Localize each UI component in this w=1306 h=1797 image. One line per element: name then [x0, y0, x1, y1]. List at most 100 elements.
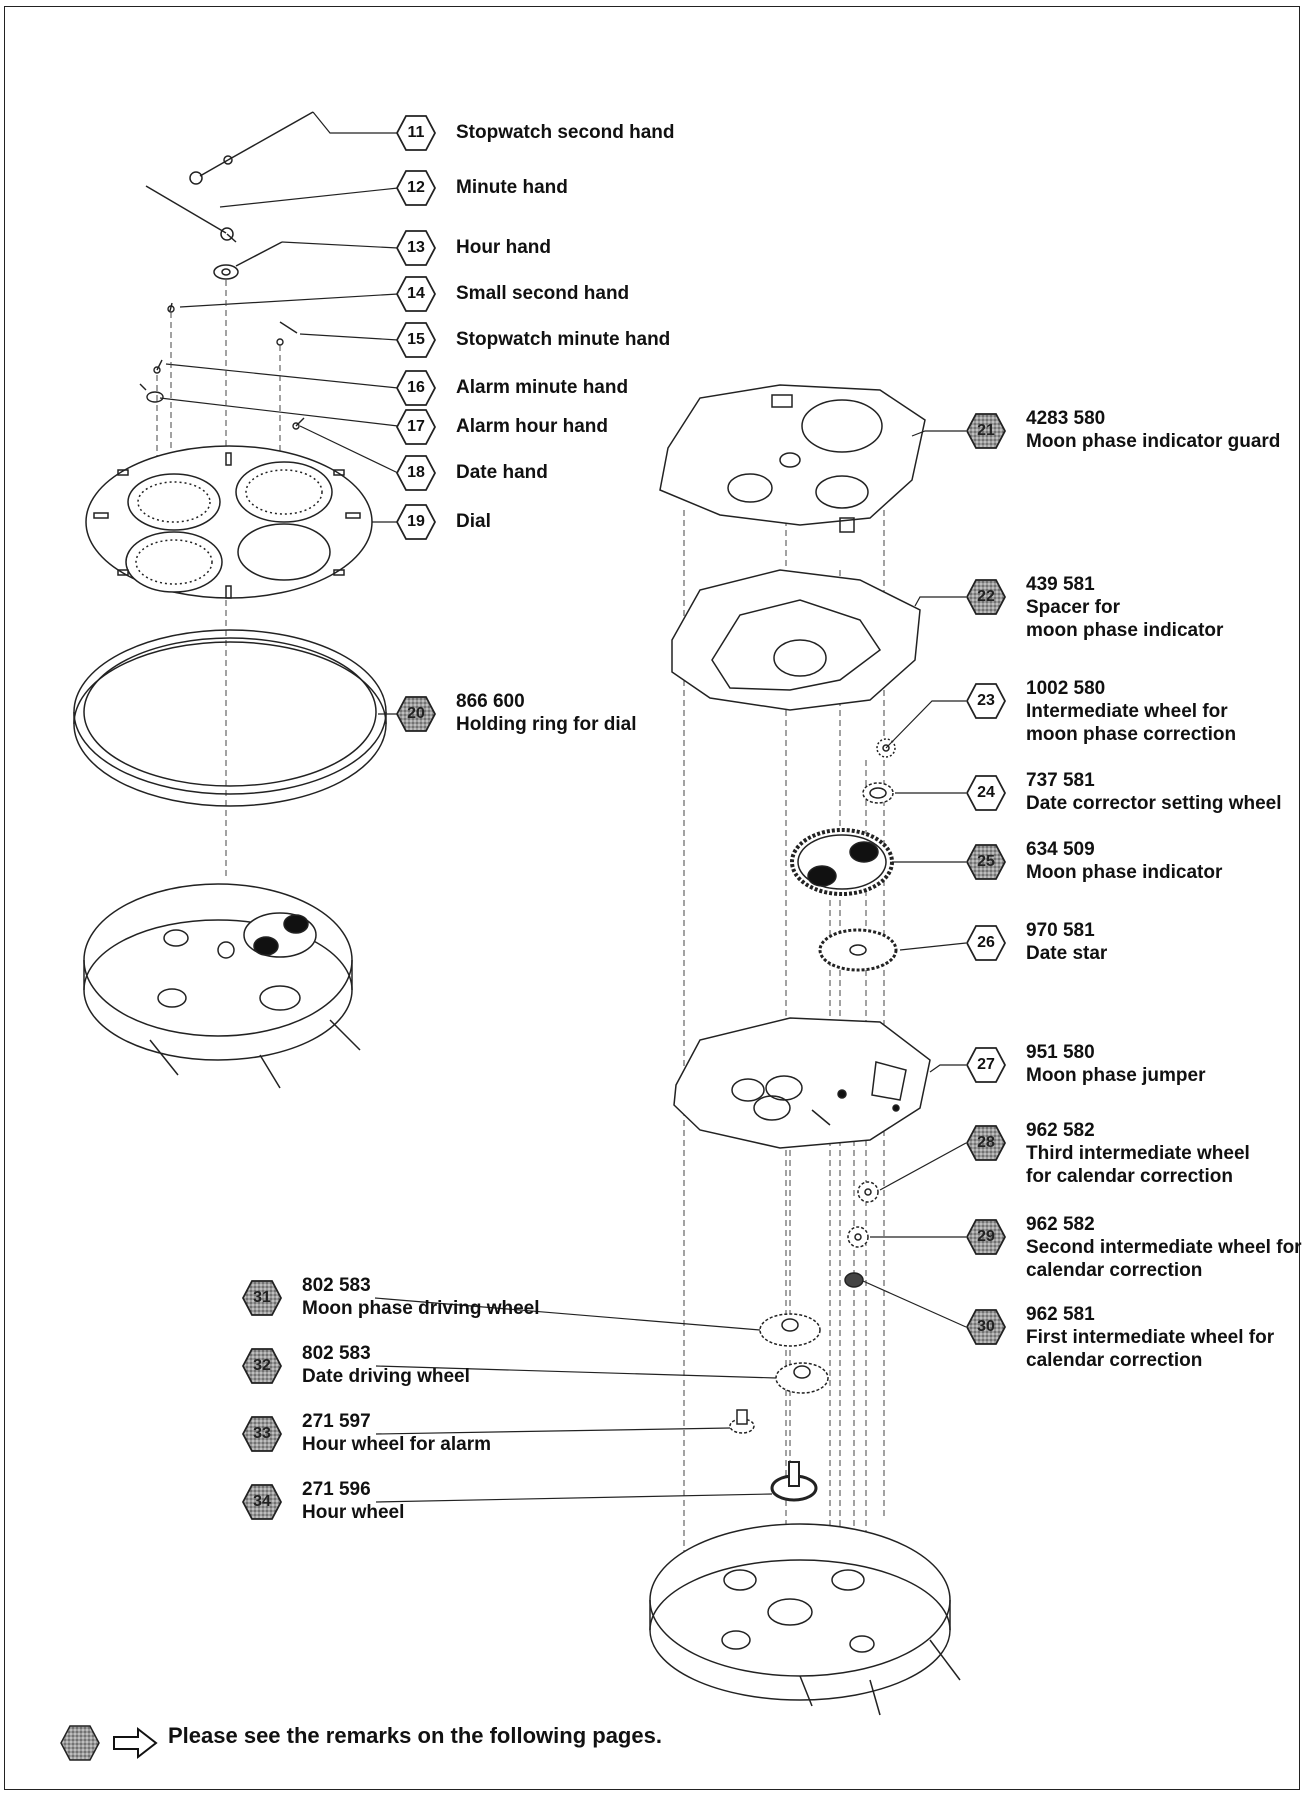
- moon-phase-indicator-drawing: [790, 828, 894, 896]
- part-label-33: Hour wheel for alarm: [302, 1434, 491, 1455]
- part-badge-22: 22: [966, 577, 1006, 617]
- first-intermediate-wheel-drawing: [844, 1272, 864, 1288]
- part-number: 26: [977, 934, 995, 951]
- part-label-31: Moon phase driving wheel: [302, 1298, 540, 1319]
- date-driving-wheel-drawing: [775, 1362, 829, 1394]
- part-badge-25: 25: [966, 842, 1006, 882]
- part-label-21: Moon phase indicator guard: [1026, 431, 1281, 452]
- minute-hand-drawing: [145, 185, 237, 243]
- part-number: 23: [977, 692, 995, 709]
- part-badge-32: 32: [242, 1346, 282, 1386]
- part-badge-24: 24: [966, 773, 1006, 813]
- moon-phase-driving-wheel-drawing: [759, 1313, 821, 1347]
- part-badge-30: 30: [966, 1307, 1006, 1347]
- part-label-23: moon phase correction: [1026, 724, 1237, 745]
- part-label-25: Moon phase indicator: [1026, 862, 1223, 883]
- second-intermediate-wheel-drawing: [847, 1226, 869, 1248]
- part-code-22: 439 581: [1026, 574, 1095, 595]
- part-badge-13: 13: [396, 228, 436, 268]
- part-number: 21: [977, 422, 995, 439]
- part-label-15: Stopwatch minute hand: [456, 329, 671, 350]
- part-code-21: 4283 580: [1026, 408, 1106, 429]
- part-label-12: Minute hand: [456, 177, 568, 198]
- part-number: 22: [977, 588, 995, 605]
- moon-phase-jumper-drawing: [673, 1017, 931, 1149]
- moon-phase-guard-drawing: [659, 384, 926, 533]
- part-badge-11: 11: [396, 113, 436, 153]
- hour-wheel-alarm-drawing: [729, 1409, 755, 1434]
- part-code-31: 802 583: [302, 1275, 371, 1296]
- part-label-22: Spacer for: [1026, 597, 1120, 618]
- part-label-18: Date hand: [456, 462, 548, 483]
- part-label-27: Moon phase jumper: [1026, 1065, 1206, 1086]
- part-code-25: 634 509: [1026, 839, 1095, 860]
- left-leader-lines: [159, 111, 399, 715]
- part-badge-21: 21: [966, 411, 1006, 451]
- footer-note: Please see the remarks on the following …: [168, 1723, 662, 1748]
- part-code-33: 271 597: [302, 1411, 371, 1432]
- moon-phase-spacer-drawing: [671, 569, 921, 711]
- part-number: 17: [407, 418, 425, 435]
- part-label-28: for calendar correction: [1026, 1166, 1233, 1187]
- movement-right-drawing: [649, 1523, 961, 1716]
- outline-arrow-right-icon: [113, 1726, 158, 1760]
- alarm-hour-hand-drawing: [139, 383, 164, 403]
- part-label-24: Date corrector setting wheel: [1026, 793, 1282, 814]
- part-badge-29: 29: [966, 1217, 1006, 1257]
- part-number: 20: [407, 705, 425, 722]
- part-code-29: 962 582: [1026, 1214, 1095, 1235]
- part-number: 24: [977, 784, 995, 801]
- part-code-23: 1002 580: [1026, 678, 1106, 699]
- stopwatch-minute-hand-drawing: [276, 321, 298, 346]
- part-code-30: 962 581: [1026, 1304, 1095, 1325]
- part-number: 12: [407, 179, 425, 196]
- part-badge-23: 23: [966, 681, 1006, 721]
- holding-ring-drawing: [73, 629, 387, 807]
- part-badge-14: 14: [396, 274, 436, 314]
- page-frame: [4, 6, 1300, 1790]
- part-code-27: 951 580: [1026, 1042, 1095, 1063]
- hour-hand-drawing: [213, 241, 283, 280]
- part-badge-34: 34: [242, 1482, 282, 1522]
- part-badge-20: 20: [396, 694, 436, 734]
- part-label-34: Hour wheel: [302, 1502, 405, 1523]
- part-badge-19: 19: [396, 502, 436, 542]
- part-badge-27: 27: [966, 1045, 1006, 1085]
- part-number: 13: [407, 239, 425, 256]
- third-intermediate-wheel-drawing: [857, 1181, 879, 1203]
- part-label-22: moon phase indicator: [1026, 620, 1224, 641]
- date-star-drawing: [818, 928, 898, 972]
- date-hand-drawing: [292, 417, 305, 430]
- dial-drawing: [85, 445, 373, 599]
- part-code-20: 866 600: [456, 691, 525, 712]
- part-badge-15: 15: [396, 320, 436, 360]
- part-badge-28: 28: [966, 1123, 1006, 1163]
- date-corrector-wheel-drawing: [862, 782, 894, 804]
- part-number: 30: [977, 1318, 995, 1335]
- part-number: 15: [407, 331, 425, 348]
- alarm-minute-hand-drawing: [153, 359, 163, 374]
- part-code-28: 962 582: [1026, 1120, 1095, 1141]
- part-number: 19: [407, 513, 425, 530]
- part-label-20: Holding ring for dial: [456, 714, 637, 735]
- small-second-hand-drawing: [167, 302, 175, 313]
- part-badge-33: 33: [242, 1414, 282, 1454]
- part-label-14: Small second hand: [456, 283, 630, 304]
- right-leader-lines: [374, 430, 967, 1503]
- part-label-28: Third intermediate wheel: [1026, 1143, 1250, 1164]
- remark-badge-icon: [60, 1723, 100, 1763]
- part-number: 31: [253, 1289, 271, 1306]
- part-label-16: Alarm minute hand: [456, 377, 629, 398]
- part-number: 18: [407, 464, 425, 481]
- part-label-26: Date star: [1026, 943, 1108, 964]
- part-badge-17: 17: [396, 407, 436, 447]
- part-code-26: 970 581: [1026, 920, 1095, 941]
- movement-left-drawing: [83, 883, 361, 1089]
- part-badge-26: 26: [966, 923, 1006, 963]
- part-label-19: Dial: [456, 511, 491, 532]
- part-badge-16: 16: [396, 368, 436, 408]
- stopwatch-second-hand-drawing: [189, 111, 314, 185]
- part-badge-31: 31: [242, 1278, 282, 1318]
